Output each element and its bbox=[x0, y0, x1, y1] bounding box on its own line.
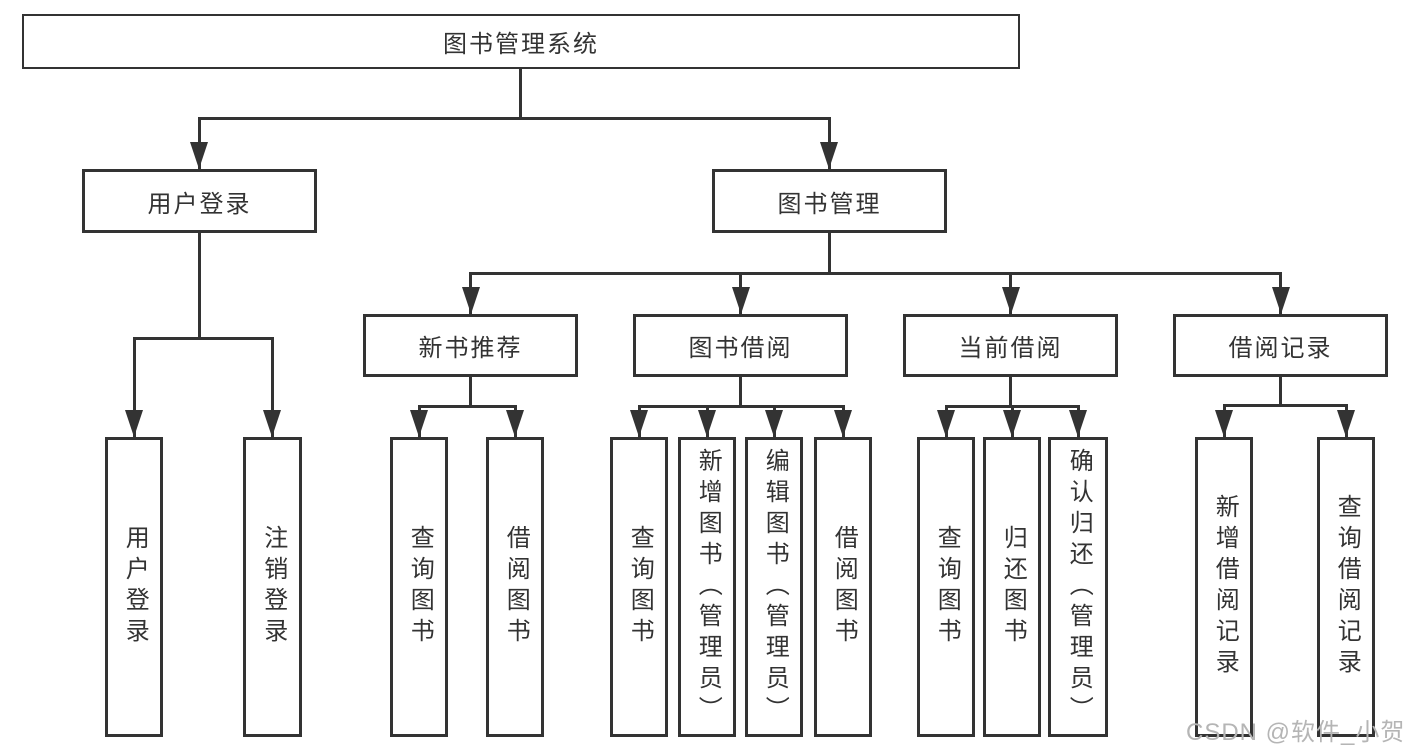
leaf-label: 确认归还（管理员） bbox=[1065, 447, 1093, 727]
node-book-borrowing: 图书借阅 bbox=[633, 314, 848, 377]
connector-level1-bar bbox=[198, 117, 831, 120]
arrowhead-down bbox=[834, 410, 852, 437]
connector-user-login-bar bbox=[133, 337, 274, 340]
leaf-label: 用户登录 bbox=[121, 525, 149, 649]
node-label: 用户登录 bbox=[147, 190, 252, 218]
leaf-recommend-borrow-books: 借阅图书 bbox=[486, 437, 544, 737]
node-root: 图书管理系统 bbox=[22, 14, 1020, 69]
node-label: 借阅记录 bbox=[1228, 335, 1333, 362]
node-root-label: 图书管理系统 bbox=[443, 31, 599, 58]
leaf-current-confirm-return-admin: 确认归还（管理员） bbox=[1048, 437, 1108, 737]
arrowhead-down bbox=[1337, 410, 1355, 437]
arrowhead-down bbox=[1215, 410, 1233, 437]
arrowhead-down bbox=[698, 410, 716, 437]
leaf-label: 查询图书 bbox=[933, 525, 961, 649]
node-new-book-recommendation: 新书推荐 bbox=[363, 314, 578, 377]
connector-group-stub bbox=[469, 377, 472, 408]
arrowhead-down bbox=[937, 410, 955, 437]
leaf-label: 借阅图书 bbox=[502, 525, 530, 649]
node-current-borrowing: 当前借阅 bbox=[903, 314, 1118, 377]
leaf-logout: 注销登录 bbox=[243, 437, 302, 737]
node-label: 图书借阅 bbox=[688, 335, 793, 362]
arrowhead-down bbox=[820, 142, 838, 169]
connector-root-stub bbox=[519, 69, 522, 119]
connector-level2-bar bbox=[469, 272, 1282, 275]
leaf-current-return-books: 归还图书 bbox=[983, 437, 1041, 737]
leaf-borrowing-borrow-books: 借阅图书 bbox=[814, 437, 872, 737]
node-label: 图书管理 bbox=[777, 190, 882, 218]
arrowhead-down bbox=[462, 287, 480, 314]
leaf-label: 借阅图书 bbox=[830, 525, 858, 649]
leaf-records-query-record: 查询借阅记录 bbox=[1317, 437, 1375, 737]
arrowhead-down bbox=[630, 410, 648, 437]
connector-group-bar bbox=[638, 405, 845, 408]
leaf-recommend-query-books: 查询图书 bbox=[390, 437, 448, 737]
leaf-label: 新增图书（管理员） bbox=[694, 447, 722, 727]
node-label: 当前借阅 bbox=[958, 335, 1063, 362]
leaf-borrowing-add-books-admin: 新增图书（管理员） bbox=[678, 437, 736, 737]
leaf-borrowing-edit-books-admin: 编辑图书（管理员） bbox=[745, 437, 803, 737]
connector-group-bar bbox=[418, 405, 517, 408]
leaf-label: 查询图书 bbox=[406, 525, 434, 649]
arrowhead-down bbox=[765, 410, 783, 437]
arrowhead-down bbox=[190, 142, 208, 169]
leaf-borrowing-query-books: 查询图书 bbox=[610, 437, 668, 737]
leaf-user-login: 用户登录 bbox=[105, 437, 163, 737]
arrowhead-down bbox=[263, 410, 281, 437]
leaf-label: 查询借阅记录 bbox=[1333, 494, 1361, 680]
connector-stem bbox=[271, 337, 274, 437]
arrowhead-down bbox=[1272, 287, 1290, 314]
arrowhead-down bbox=[410, 410, 428, 437]
arrowhead-down bbox=[1003, 410, 1021, 437]
leaf-label: 新增借阅记录 bbox=[1211, 494, 1239, 680]
node-borrowing-records: 借阅记录 bbox=[1173, 314, 1388, 377]
connector-user-login-stub bbox=[198, 233, 201, 340]
leaf-records-add-record: 新增借阅记录 bbox=[1195, 437, 1253, 737]
arrowhead-down bbox=[732, 287, 750, 314]
arrowhead-down bbox=[125, 410, 143, 437]
node-label: 新书推荐 bbox=[418, 335, 523, 362]
connector-group-stub bbox=[739, 377, 742, 408]
connector-stem bbox=[133, 337, 136, 437]
leaf-label: 编辑图书（管理员） bbox=[761, 447, 789, 727]
arrowhead-down bbox=[1002, 287, 1020, 314]
leaf-label: 注销登录 bbox=[259, 525, 287, 649]
connector-group-bar bbox=[1223, 404, 1348, 407]
connector-book-mgmt-stub bbox=[828, 233, 831, 275]
connector-group-stub bbox=[1009, 377, 1012, 408]
arrowhead-down bbox=[1069, 410, 1087, 437]
arrowhead-down bbox=[506, 410, 524, 437]
node-book-management: 图书管理 bbox=[712, 169, 947, 233]
leaf-current-query-books: 查询图书 bbox=[917, 437, 975, 737]
csdn-watermark: CSDN @软件_小贺同学 bbox=[1186, 719, 1405, 746]
node-user-login: 用户登录 bbox=[82, 169, 317, 233]
connector-group-stub bbox=[1279, 377, 1282, 407]
leaf-label: 归还图书 bbox=[999, 525, 1027, 649]
leaf-label: 查询图书 bbox=[626, 525, 654, 649]
